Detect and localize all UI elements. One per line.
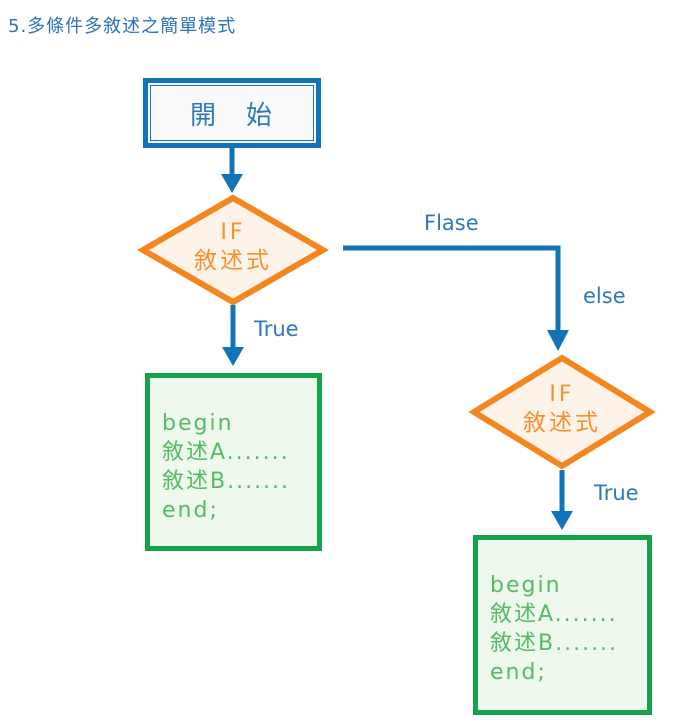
decision1-false-connector xyxy=(343,245,561,332)
process2-line-statement-b: 敘述B....... xyxy=(490,631,619,656)
decision2-statement-label: 敘述式 xyxy=(523,410,601,436)
process2-line-begin: begin xyxy=(490,573,562,598)
process1-line-statement-a: 敘述A....... xyxy=(162,440,290,465)
edge-label-else: else xyxy=(583,284,626,308)
start-node-label: 開 始 xyxy=(189,100,274,131)
start-node: 開 始 xyxy=(143,78,321,148)
decision1-if-label: IF xyxy=(220,220,246,245)
start-to-decision1-arrowhead-icon xyxy=(221,174,243,193)
decision1-statement-label: 敘述式 xyxy=(194,248,272,274)
process2-line-end: end; xyxy=(490,660,547,685)
edge-label-true1: True xyxy=(254,317,299,341)
edge-label-true2: True xyxy=(594,481,639,505)
decision1-node: IF 敘述式 xyxy=(143,219,323,275)
process1-line-statement-b: 敘述B....... xyxy=(162,469,291,494)
decision1-false-arrowhead-icon xyxy=(547,330,569,351)
process1-node: begin 敘述A....... 敘述B....... end; xyxy=(145,373,322,551)
process1-line-begin: begin xyxy=(162,411,234,436)
page-title: 5.多條件多敘述之簡單模式 xyxy=(8,16,237,37)
decision1-true-arrowhead-icon xyxy=(222,347,244,366)
decision2-if-label: IF xyxy=(549,382,575,407)
decision1-diamond-shape xyxy=(137,194,329,306)
decision2-node: IF 敘述式 xyxy=(474,381,650,437)
process2-node: begin 敘述A....... 敘述B....... end; xyxy=(473,535,652,715)
decision2-true-arrowhead-icon xyxy=(551,511,573,530)
process1-line-end: end; xyxy=(162,498,219,523)
decision2-diamond-shape xyxy=(468,354,656,470)
process2-line-statement-a: 敘述A....... xyxy=(490,602,618,627)
edge-label-false: Flase xyxy=(424,211,479,235)
